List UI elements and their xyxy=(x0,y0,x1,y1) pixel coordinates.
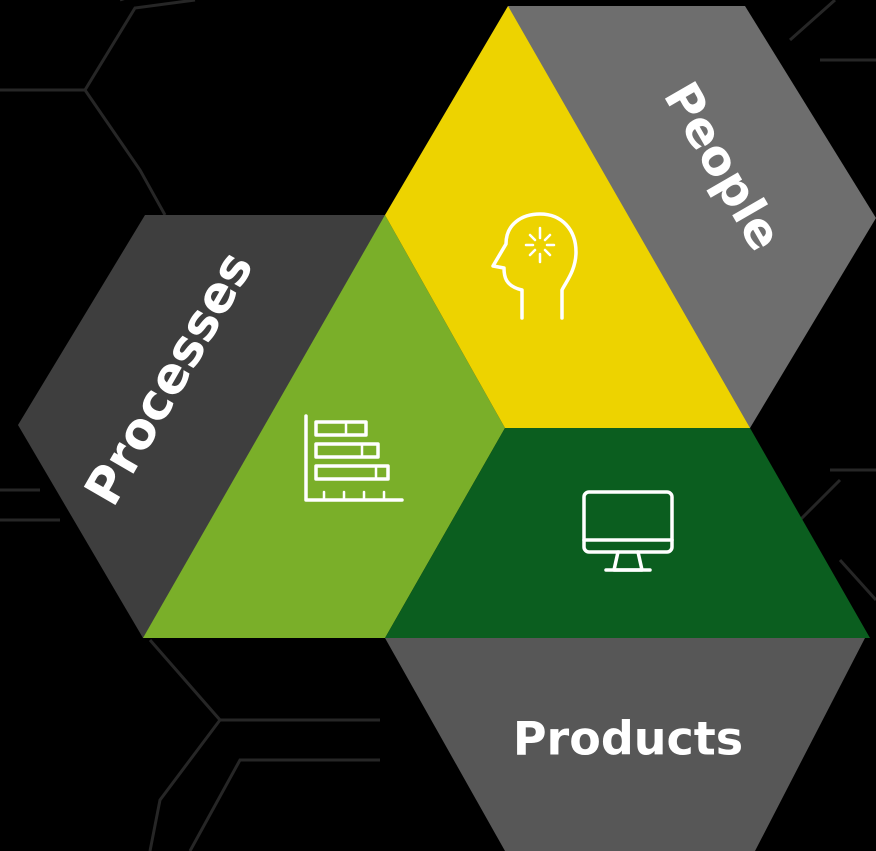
products-hexagon xyxy=(385,638,865,851)
products-label: Products xyxy=(513,712,743,766)
monitor-icon xyxy=(582,490,674,572)
processes-triangle xyxy=(143,215,505,638)
people-triangle xyxy=(385,6,750,428)
products-triangle xyxy=(385,428,870,638)
head-idea-icon xyxy=(491,212,578,320)
bar-chart-icon xyxy=(304,414,404,502)
